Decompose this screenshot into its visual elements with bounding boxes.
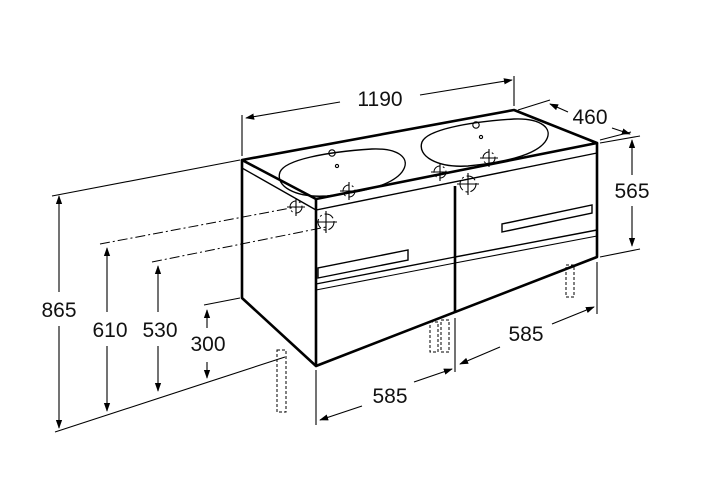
dim-line-585-left-a <box>319 405 363 421</box>
tap-hole-left <box>328 149 336 157</box>
dim-line-460-b <box>611 127 631 135</box>
label-depth: 460 <box>572 106 607 129</box>
reference-lines <box>99 206 327 263</box>
overflow-left <box>334 163 340 169</box>
tap-hole-right <box>472 121 480 129</box>
ext-floor <box>54 356 286 433</box>
ext-565-bottom <box>599 248 641 258</box>
legs <box>276 264 575 413</box>
basins <box>278 118 549 197</box>
overflow-right <box>478 134 484 140</box>
ref-line-530 <box>151 226 327 263</box>
drawer-handle-right <box>501 204 593 233</box>
leg-front-left <box>276 349 287 413</box>
dim-line-585-right-b <box>551 306 595 325</box>
drawer-gap-right <box>454 229 598 258</box>
drawer-gap-left-inner <box>315 262 456 291</box>
ext-565-top <box>599 135 641 144</box>
cabinet-outline <box>240 143 599 368</box>
ext-300-top <box>203 297 241 306</box>
cabinet <box>240 108 599 368</box>
leg-mid-left <box>429 321 439 353</box>
countertop-thickness <box>241 152 598 211</box>
leg-mid-right <box>440 319 450 353</box>
drawer-gap-left <box>315 256 456 285</box>
dim-line-1190-a <box>245 101 341 120</box>
drain-center-markers <box>287 149 498 233</box>
ref-line-610 <box>99 206 297 245</box>
basin-left <box>278 148 406 197</box>
dimension-labels: 1190 460 565 865 610 530 300 585 585 <box>41 88 649 408</box>
label-height-610: 610 <box>92 319 127 342</box>
label-width-total: 1190 <box>357 88 402 111</box>
drawer-handle-left <box>317 249 409 279</box>
label-width-left-module: 585 <box>372 385 407 408</box>
dim-line-585-right-a <box>459 346 501 365</box>
leg-back-right <box>565 264 575 298</box>
extension-lines <box>51 76 641 433</box>
label-height-total: 865 <box>41 299 76 322</box>
label-height-cabinet: 565 <box>614 180 649 203</box>
drawer-gap-right-inner <box>454 235 598 264</box>
label-height-530: 530 <box>142 319 177 342</box>
label-height-300: 300 <box>190 333 225 356</box>
dim-line-585-left-b <box>413 368 453 383</box>
dim-line-1190-b <box>419 78 513 96</box>
countertop-top-face <box>240 108 599 201</box>
dim-line-460-a <box>549 103 569 113</box>
ext-865-top <box>51 159 241 197</box>
dimension-lines <box>55 78 636 429</box>
basin-right <box>420 118 549 167</box>
label-width-right-module: 585 <box>508 323 543 346</box>
ext-depth-back <box>517 99 551 111</box>
